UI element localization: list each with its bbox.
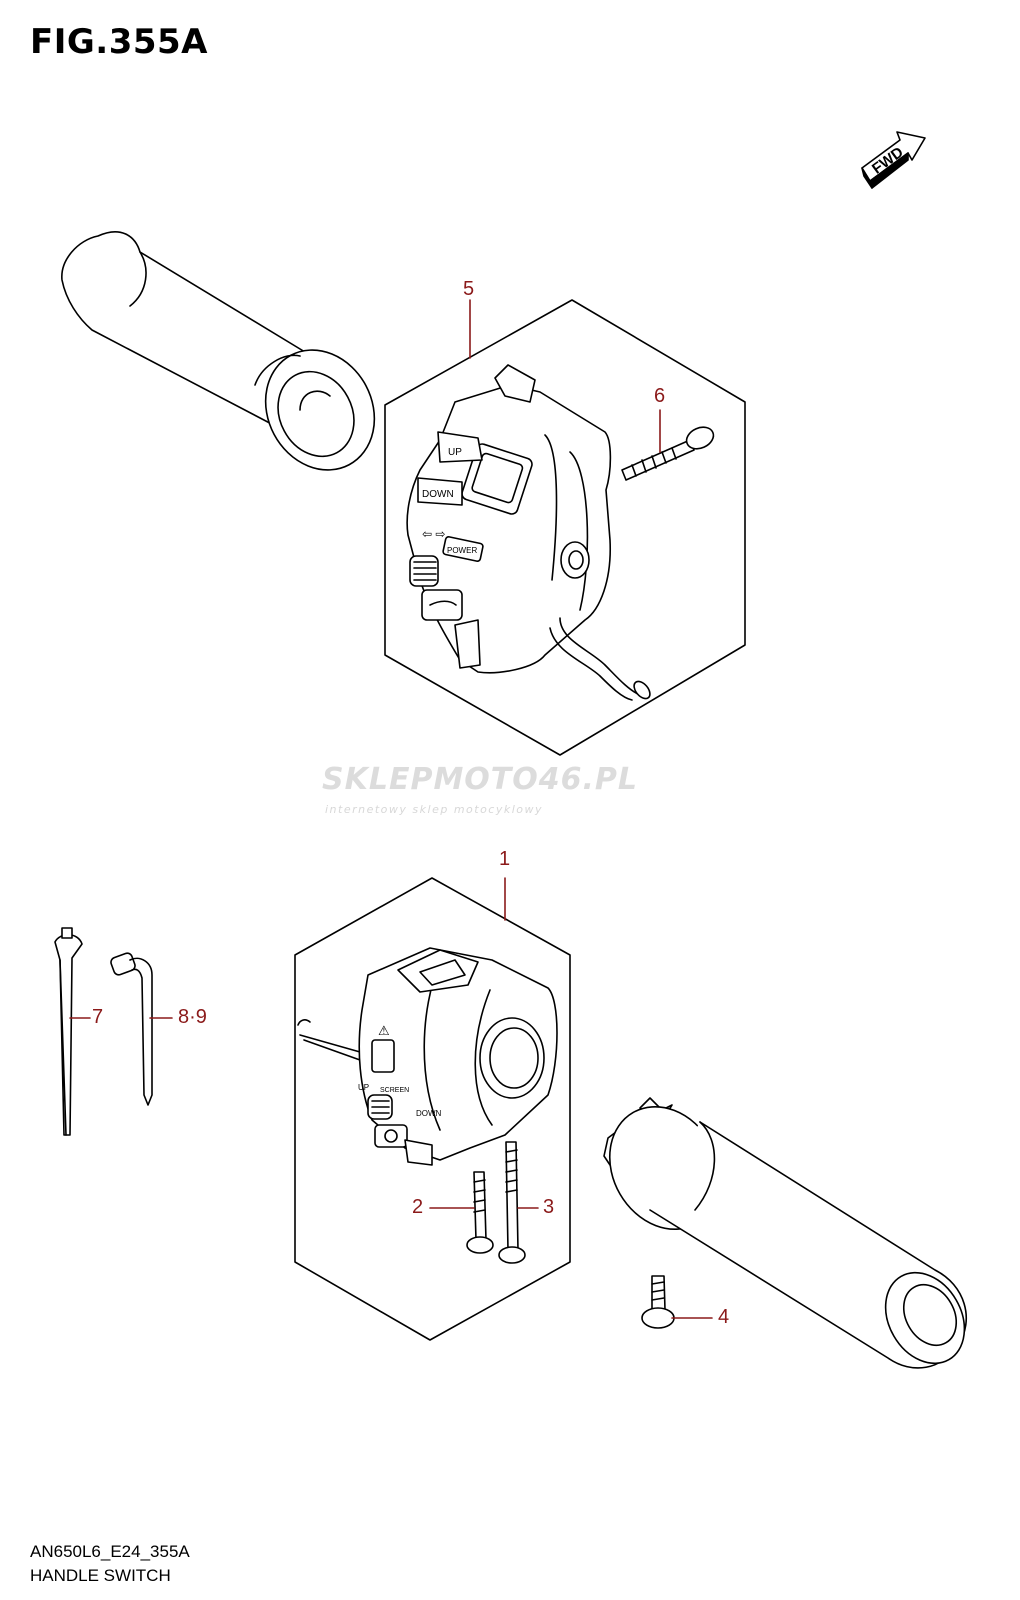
right-switch-assembly: UP DOWN POWER ⇦ ⇨ [384,299,746,756]
left-grip-icon [61,231,376,471]
figure-title: FIG.355A [30,22,208,62]
right-grip-icon [603,1097,967,1369]
switch-left-down-label: DOWN [416,1109,442,1118]
figure-name: HANDLE SWITCH [30,1566,171,1585]
callout-4: 4 [718,1306,730,1328]
hazard-icon: ⚠ [378,1023,390,1038]
tie-wrap-7-icon [54,927,91,1136]
callout-1: 1 [499,848,511,870]
callout-8-9: 8·9 [178,1006,207,1028]
switch-down-label: DOWN [422,489,454,500]
screw-2-icon [429,1171,494,1254]
left-switch-assembly: ⚠ UP SCREEN DOWN [294,877,571,1341]
figure-code: AN650L6_E24_355A [30,1542,190,1561]
fwd-arrow-icon: FWD [861,131,926,189]
callout-2: 2 [412,1196,424,1218]
callout-6: 6 [654,385,666,407]
tie-wrap-8-9-icon [110,952,173,1106]
screw-6-icon [621,409,715,481]
switch-left-up-label: UP [358,1083,369,1092]
callout-7: 7 [92,1006,104,1028]
callout-3: 3 [543,1196,555,1218]
watermark-sub: internetowy sklep motocyklowy [325,803,544,816]
switch-up-label: UP [448,447,462,458]
switch-screen-label: SCREEN [380,1087,409,1094]
screw-4-icon [641,1275,713,1329]
turn-signal-icon: ⇦ ⇨ [422,527,445,541]
screw-3-icon [498,1141,539,1264]
switch-power-label: POWER [447,546,477,555]
callout-5: 5 [463,278,475,300]
watermark-main: SKLEPMOTO46.PL [322,762,639,797]
